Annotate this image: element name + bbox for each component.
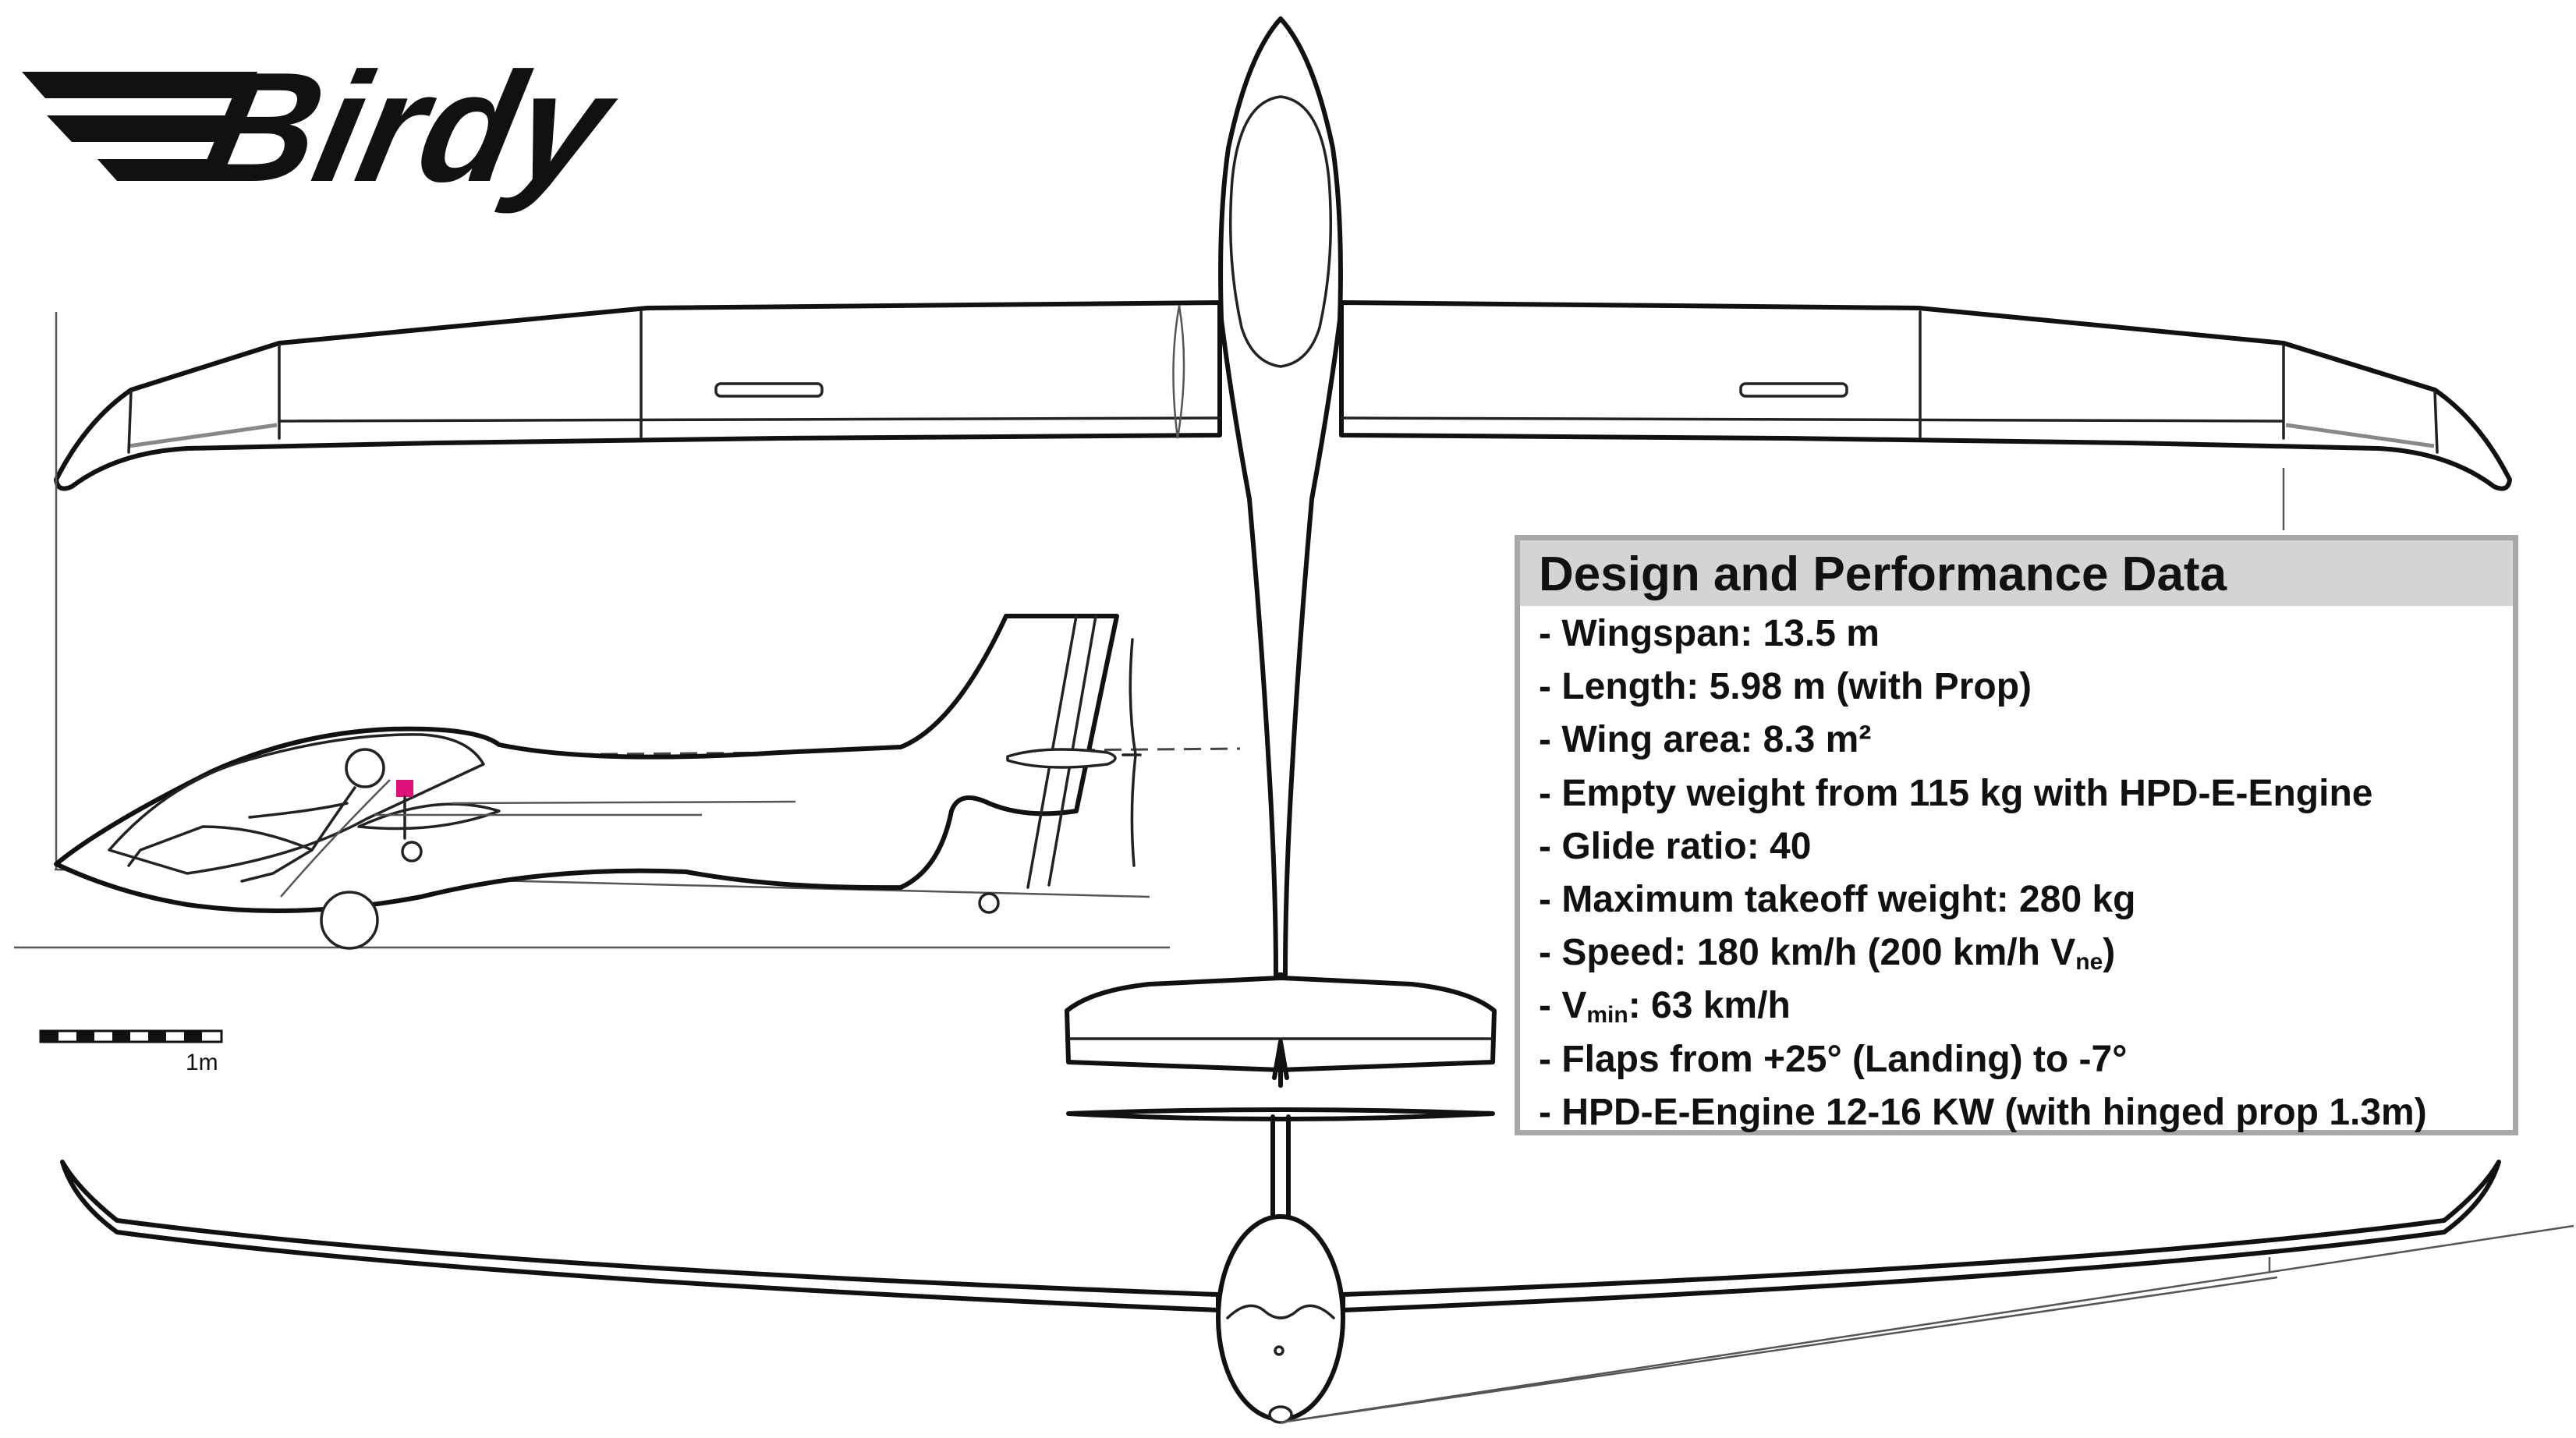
- scale-bar-segment: [184, 1031, 202, 1042]
- top-view-left-wing: [54, 300, 1222, 491]
- spec-item-glide-ratio: - Glide ratio: 40: [1539, 820, 2513, 873]
- top-view: [54, 16, 2512, 1088]
- logo-wordmark: Birdy: [189, 40, 631, 214]
- scale-bar-label: 1m: [186, 1050, 218, 1075]
- scale-bar-segment: [148, 1031, 166, 1042]
- spec-item-wingspan: - Wingspan: 13.5 m: [1539, 607, 2513, 661]
- pilot-seat: [280, 779, 391, 898]
- spec-item-empty-weight: - Empty weight from 115 kg with HPD-E-En…: [1539, 767, 2513, 820]
- scale-bar-segment: [112, 1031, 130, 1042]
- front-view-left-wing: [60, 1160, 1221, 1312]
- front-view-ground-line: [1280, 1224, 2574, 1424]
- logo-speed-stripe-top: [22, 72, 257, 98]
- spec-item-length: - Length: 5.98 m (with Prop): [1539, 661, 2513, 714]
- pilot-cg-marker: [396, 780, 413, 797]
- left-wing-flap-line: [278, 416, 1221, 423]
- front-view-nose-hole: [1274, 1345, 1284, 1356]
- side-view-fuselage: [54, 614, 1119, 913]
- design-performance-data-box: Design and Performance Data - Wingspan: …: [1515, 535, 2518, 1135]
- scale-bar-segment: [41, 1031, 58, 1042]
- right-wing-flap-line: [1340, 416, 2285, 423]
- pilot-arm: [248, 802, 349, 819]
- front-view-ground-line: [1280, 1276, 2278, 1424]
- center-of-gravity-symbol: [401, 841, 423, 862]
- front-view-horizontal-tail: [1066, 1107, 1495, 1121]
- left-wingtip-line: [127, 390, 133, 454]
- spec-item-engine: - HPD-E-Engine 12-16 KW (with hinged pro…: [1539, 1086, 2513, 1139]
- left-spoiler: [714, 382, 824, 398]
- side-view-tailplane: [1006, 748, 1117, 769]
- spec-text: - Maximum takeoff weight: 280 kg: [1539, 879, 2136, 921]
- spec-text: - Glide ratio: 40: [1539, 825, 1812, 867]
- scale-bar: 1m: [39, 1029, 223, 1075]
- front-view-right-wing: [1341, 1160, 2501, 1312]
- spec-text: - Wingspan: 13.5 m: [1539, 613, 1880, 654]
- birdy-logo: Birdy: [22, 40, 631, 214]
- right-wingtip-line: [2433, 390, 2439, 454]
- logo-speed-stripe-bottom: [97, 159, 222, 181]
- side-view: [14, 312, 1241, 950]
- spec-text: - Empty weight from 115 kg with HPD-E-En…: [1539, 772, 2373, 814]
- side-view-internal-line: [452, 800, 796, 805]
- spec-text-suffix: ): [2103, 932, 2116, 974]
- right-spoiler: [1739, 382, 1848, 398]
- wing-root-airfoil-section: [1172, 305, 1185, 439]
- spec-item-vmin: - Vmin: 63 km/h: [1539, 979, 2513, 1032]
- data-box-list: - Wingspan: 13.5 m - Length: 5.98 m (wit…: [1520, 606, 2513, 1139]
- side-view-tail-wheel: [978, 892, 1000, 914]
- side-view-propeller: [1129, 638, 1137, 867]
- spec-subscript: min: [1586, 1002, 1628, 1029]
- pilot-figure: [127, 748, 391, 898]
- scale-bar-segment: [76, 1031, 94, 1042]
- front-view-wheel: [1268, 1405, 1293, 1424]
- top-view-right-wing: [1339, 300, 2512, 491]
- pilot-head: [345, 748, 385, 788]
- left-aileron-line: [128, 423, 278, 448]
- right-aileron-line: [2285, 423, 2435, 448]
- spec-text: - Flaps from +25° (Landing) to -7°: [1539, 1038, 2128, 1080]
- side-view-canopy: [108, 733, 485, 875]
- spec-item-max-takeoff-weight: - Maximum takeoff weight: 280 kg: [1539, 873, 2513, 926]
- spec-item-speed: - Speed: 180 km/h (200 km/h Vne): [1539, 926, 2513, 979]
- spec-subscript: ne: [2075, 949, 2103, 976]
- front-view-canopy-line: [1226, 1304, 1335, 1319]
- spec-item-wing-area: - Wing area: 8.3 m²: [1539, 714, 2513, 767]
- spec-text: - Speed: 180 km/h (200 km/h V: [1539, 932, 2076, 974]
- spec-text: - Length: 5.98 m (with Prop): [1539, 666, 2032, 708]
- side-view-main-wheel: [320, 891, 379, 950]
- pilot-legs: [127, 825, 314, 867]
- spec-item-flaps: - Flaps from +25° (Landing) to -7°: [1539, 1033, 2513, 1086]
- spec-text: - V: [1539, 985, 1587, 1027]
- data-box-title: Design and Performance Data: [1520, 540, 2513, 606]
- spec-text: - HPD-E-Engine 12-16 KW (with hinged pro…: [1539, 1091, 2427, 1133]
- spec-text-suffix: : 63 km/h: [1628, 985, 1791, 1027]
- logo-speed-stripe-middle: [47, 115, 238, 142]
- top-view-canopy: [1228, 95, 1333, 368]
- front-view: [60, 468, 2574, 1424]
- spec-text: - Wing area: 8.3 m²: [1539, 719, 1872, 761]
